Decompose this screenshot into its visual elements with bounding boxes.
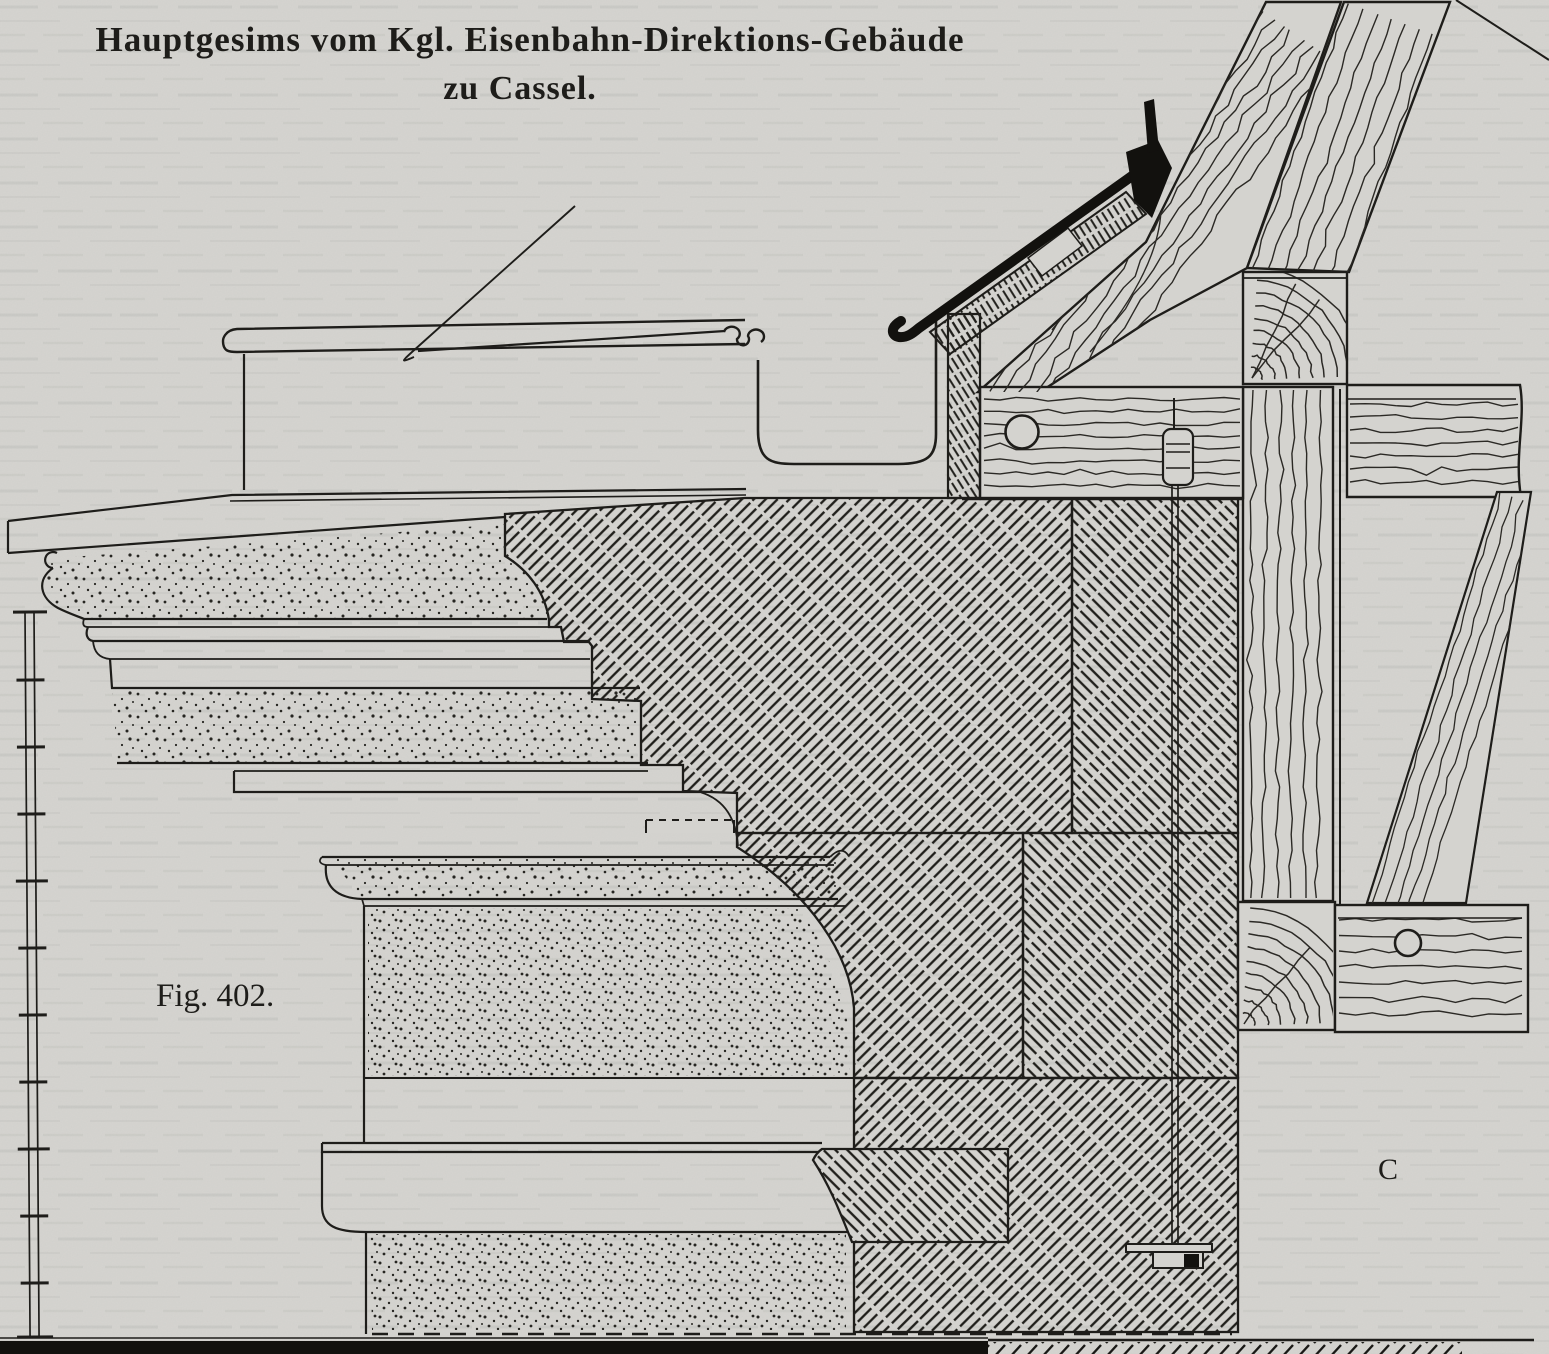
stone-block-a-right <box>1070 496 1240 835</box>
anchor-bolt <box>1125 398 1213 1269</box>
sheet-metal-upturn <box>403 205 576 362</box>
gutter-trough <box>756 318 938 466</box>
figure-label: Fig. 402. <box>156 978 275 1014</box>
purlin-end-grain <box>1241 270 1349 386</box>
eaves-assembly <box>221 99 1172 500</box>
bottom-black-band <box>0 1341 988 1354</box>
dowel-hole-right <box>1393 928 1423 958</box>
timber-frame <box>962 0 1549 1034</box>
gutter-bead-scroll <box>722 325 766 347</box>
cornice-profile <box>6 487 854 1334</box>
plate-title-line2: zu Cassel. <box>443 70 597 107</box>
post <box>1241 385 1335 903</box>
stone-block-b-right <box>1021 831 1240 1080</box>
roof-flashing <box>887 161 1151 343</box>
turnbuckle <box>1161 427 1195 487</box>
anchor-rod <box>1171 485 1179 1244</box>
strut-lower <box>1365 490 1533 905</box>
plate-title-line1: Hauptgesims vom Kgl. Eisenbahn-Direktion… <box>95 20 965 59</box>
sheet-metal-cap <box>417 329 726 353</box>
anchor-plate <box>1125 1243 1213 1253</box>
beam-lower-right <box>1333 903 1530 1034</box>
ground-line <box>0 1337 1534 1354</box>
flashing-end <box>1126 140 1172 218</box>
point-label-c: C <box>1378 1153 1399 1186</box>
nail <box>1144 99 1159 153</box>
rafter <box>974 0 1343 394</box>
top-board <box>221 318 746 354</box>
ceiling-beam-right <box>1345 383 1523 499</box>
ground-hatch-ticks <box>988 1342 1462 1354</box>
dowel-hole-left <box>1004 414 1040 450</box>
scale-bar <box>12 610 54 1339</box>
